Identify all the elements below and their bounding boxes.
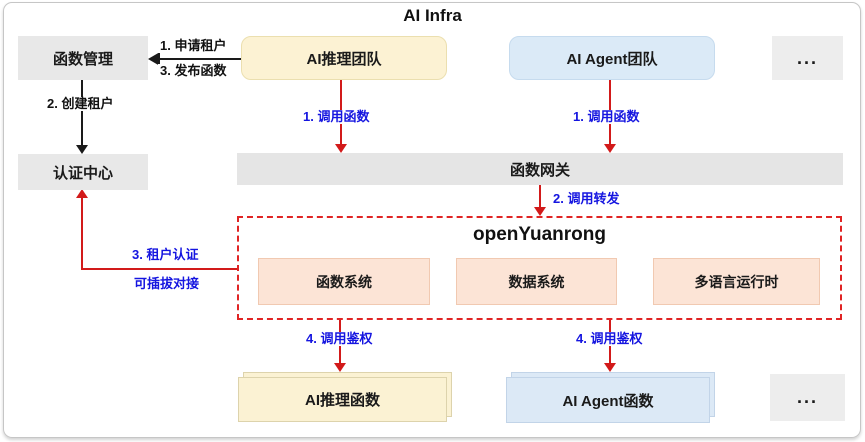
stack-ai-inference-front-sheet <box>238 377 447 422</box>
label-publish-function: 3. 发布函数 <box>158 63 229 78</box>
edge-agent-to-gateway-arrowhead <box>604 144 616 153</box>
node-ai-agent-functions-label: AI Agent函数 <box>562 392 654 410</box>
edge-inference-to-gateway-arrowhead <box>335 144 347 153</box>
more-teams-ellipsis: ... <box>796 47 818 68</box>
label-tenant-auth: 3. 租户认证 <box>130 247 201 262</box>
stack-ai-agent-front-sheet <box>506 377 710 423</box>
node-ai-agent-team-label: AI Agent团队 <box>566 50 658 68</box>
node-ai-inference-functions-label: AI推理函数 <box>304 392 380 409</box>
edge-mgmt-to-auth-arrowhead <box>76 145 88 154</box>
node-multilang-runtime: 多语言运行时 <box>653 258 820 305</box>
edge-yuanrong-to-auth-vline <box>81 197 83 270</box>
edge-gateway-to-yuanrong-line <box>539 185 541 209</box>
node-auth-center: 认证中心 <box>18 154 148 190</box>
label-invoke-authz-right: 4. 调用鉴权 <box>574 331 645 346</box>
diagram-title: AI Infra <box>403 6 462 25</box>
node-function-system: 函数系统 <box>258 258 430 305</box>
node-function-system-label: 函数系统 <box>316 273 372 290</box>
edge-yuanrong-to-inference-fn-arrowhead <box>334 363 346 372</box>
node-multilang-runtime-label: 多语言运行时 <box>694 273 779 290</box>
label-invoke-authz-left: 4. 调用鉴权 <box>304 331 375 346</box>
node-ai-inference-team: AI推理团队 <box>241 36 447 80</box>
open-yuanrong-title: openYuanrong <box>473 224 606 245</box>
label-invoke-function-left: 1. 调用函数 <box>301 109 372 124</box>
label-invoke-function-right: 1. 调用函数 <box>571 109 642 124</box>
node-function-gateway-label: 函数网关 <box>509 161 570 179</box>
node-function-gateway: 函数网关 <box>237 153 843 185</box>
edge-yuanrong-to-auth-arrowhead <box>76 189 88 198</box>
node-ai-inference-team-label: AI推理团队 <box>306 50 382 68</box>
node-function-management: 函数管理 <box>18 36 148 80</box>
node-ai-agent-team: AI Agent团队 <box>509 36 715 80</box>
diagram-frame <box>3 2 861 438</box>
edge-yuanrong-to-agent-fn-arrowhead <box>604 363 616 372</box>
node-data-system: 数据系统 <box>456 258 617 305</box>
edge-gateway-to-yuanrong-arrowhead <box>534 207 546 216</box>
node-more-functions: ... <box>770 374 845 421</box>
label-create-tenant: 2. 创建租户 <box>45 96 116 111</box>
node-data-system-label: 数据系统 <box>508 273 565 290</box>
edge-yuanrong-to-auth-hline <box>82 268 237 270</box>
open-yuanrong-group-border <box>237 216 842 320</box>
node-more-teams: ... <box>772 36 843 80</box>
more-functions-ellipsis: ... <box>796 387 818 407</box>
node-function-management-label: 函数管理 <box>52 50 113 68</box>
node-auth-center-label: 认证中心 <box>52 164 113 182</box>
edge-team-to-mgmt-line <box>152 58 241 60</box>
label-apply-tenant: 1. 申请租户 <box>158 38 229 53</box>
edge-team-to-mgmt-arrowhead <box>148 52 160 66</box>
label-pluggable-connect: 可插拔对接 <box>132 276 202 291</box>
edge-mgmt-to-auth-line <box>81 80 83 146</box>
label-invoke-forward: 2. 调用转发 <box>551 191 622 206</box>
